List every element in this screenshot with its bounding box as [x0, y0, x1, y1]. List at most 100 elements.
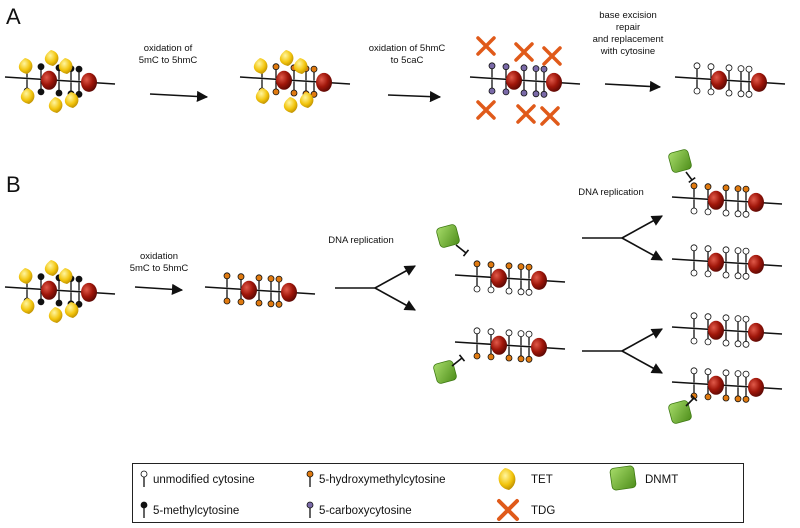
tdg-icon [540, 106, 560, 126]
cytosine-lollipop-icon [737, 65, 745, 73]
cytosine-lollipop-icon [704, 270, 712, 278]
dna-line [454, 341, 566, 350]
cytosine-lollipop-icon [75, 90, 83, 98]
cytosine-lollipop-icon [517, 355, 525, 363]
tdg-icon [514, 42, 534, 62]
panel-label-a: A [6, 4, 21, 29]
tet-icon [44, 260, 59, 276]
cytosine-lollipop-icon [745, 90, 753, 98]
cytosine-lollipop-icon [540, 90, 548, 98]
nucleosome-icon [276, 70, 292, 90]
tet-icon [20, 88, 35, 104]
tet-icon [283, 97, 298, 113]
cytosine-lollipop-icon [704, 393, 712, 401]
cytosine-lollipop-icon [704, 208, 712, 216]
fork-b1 [335, 265, 416, 311]
dna-line [4, 286, 116, 295]
cytosine-lollipop-icon [223, 297, 231, 305]
cytosine-lollipop-icon [255, 299, 263, 307]
cytosine-lollipop-icon [734, 210, 742, 218]
strand-a2-hydroxymethylated [239, 50, 351, 113]
tet-icon [20, 298, 35, 314]
cytosine-lollipop-icon [310, 90, 318, 98]
cytosine-lollipop-icon [505, 287, 513, 295]
strand-b3-top [454, 260, 566, 296]
cytosine-lollipop-icon [722, 209, 730, 217]
nucleosome-icon [81, 282, 97, 302]
arrow-a2 [387, 91, 442, 103]
cytosine-lollipop-icon [237, 298, 245, 306]
dna-line [454, 274, 566, 283]
cytosine-lollipop-icon [223, 272, 231, 280]
cytosine-lollipop-icon [487, 261, 495, 269]
cytosine-lollipop-icon [725, 89, 733, 97]
dna-line [239, 76, 351, 85]
nucleosome-icon [241, 280, 257, 300]
cytosine-lollipop-icon [734, 247, 742, 255]
cytosine-lollipop-icon [505, 354, 513, 362]
cytosine-lollipop-icon [722, 339, 730, 347]
cytosine-lollipop-icon [487, 328, 495, 336]
cytosine-lollipop-icon [704, 368, 712, 376]
nucleosome-icon [708, 320, 724, 340]
cytosine-lollipop-icon [237, 273, 245, 281]
cytosine-lollipop-icon [520, 89, 528, 97]
tet-icon [64, 302, 79, 318]
cytosine-lollipop-icon [290, 89, 298, 97]
cytosine-lollipop-icon [487, 353, 495, 361]
nucleosome-icon [491, 268, 507, 288]
cytosine-lollipop-icon [745, 65, 753, 73]
cytosine-lollipop-icon [473, 260, 481, 268]
dnmt-icon [609, 465, 637, 491]
cytosine-lollipop-icon [690, 312, 698, 320]
tet-icon [64, 92, 79, 108]
cytosine-lollipop-icon [37, 88, 45, 96]
strand-b1-methylated [4, 260, 116, 323]
cytosine-lollipop-icon [255, 274, 263, 282]
tet-icon [293, 58, 308, 74]
cytosine-lollipop-icon [488, 62, 496, 70]
inhibition-icon [455, 244, 467, 254]
inhibition-bar [688, 176, 696, 184]
legend-lollipop-icon [306, 470, 314, 478]
dna-line [674, 76, 786, 85]
cytosine-lollipop-icon [532, 90, 540, 98]
cytosine-lollipop-icon [693, 62, 701, 70]
cytosine-lollipop-icon [742, 210, 750, 218]
inhibition-bar [458, 354, 466, 362]
tet-icon [18, 268, 33, 284]
cytosine-lollipop-icon [742, 340, 750, 348]
cytosine-lollipop-icon [517, 263, 525, 271]
cytosine-lollipop-icon [502, 88, 510, 96]
dna-line [671, 196, 783, 205]
cytosine-lollipop-icon [520, 64, 528, 72]
strand-b2-hydroxymethylated [204, 272, 316, 308]
cytosine-lollipop-icon [742, 272, 750, 280]
step-label-b3: DNA replication [578, 187, 644, 198]
cytosine-lollipop-icon [540, 65, 548, 73]
cytosine-lollipop-icon [722, 314, 730, 322]
strand-b4-4 [671, 367, 783, 403]
cytosine-lollipop-icon [725, 64, 733, 72]
cytosine-lollipop-icon [722, 394, 730, 402]
dna-line [671, 326, 783, 335]
cytosine-lollipop-icon [704, 313, 712, 321]
fork-b3 [582, 328, 663, 374]
cytosine-lollipop-icon [722, 246, 730, 254]
cytosine-lollipop-icon [267, 275, 275, 283]
cytosine-lollipop-icon [37, 63, 45, 71]
nucleosome-icon [751, 72, 767, 92]
cytosine-lollipop-icon [75, 275, 83, 283]
cytosine-lollipop-icon [734, 340, 742, 348]
tet-icon [44, 50, 59, 66]
cytosine-lollipop-icon [704, 183, 712, 191]
cytosine-lollipop-icon [734, 185, 742, 193]
nucleosome-icon [531, 337, 547, 357]
cytosine-lollipop-icon [488, 87, 496, 95]
dna-line [671, 381, 783, 390]
cytosine-lollipop-icon [525, 330, 533, 338]
